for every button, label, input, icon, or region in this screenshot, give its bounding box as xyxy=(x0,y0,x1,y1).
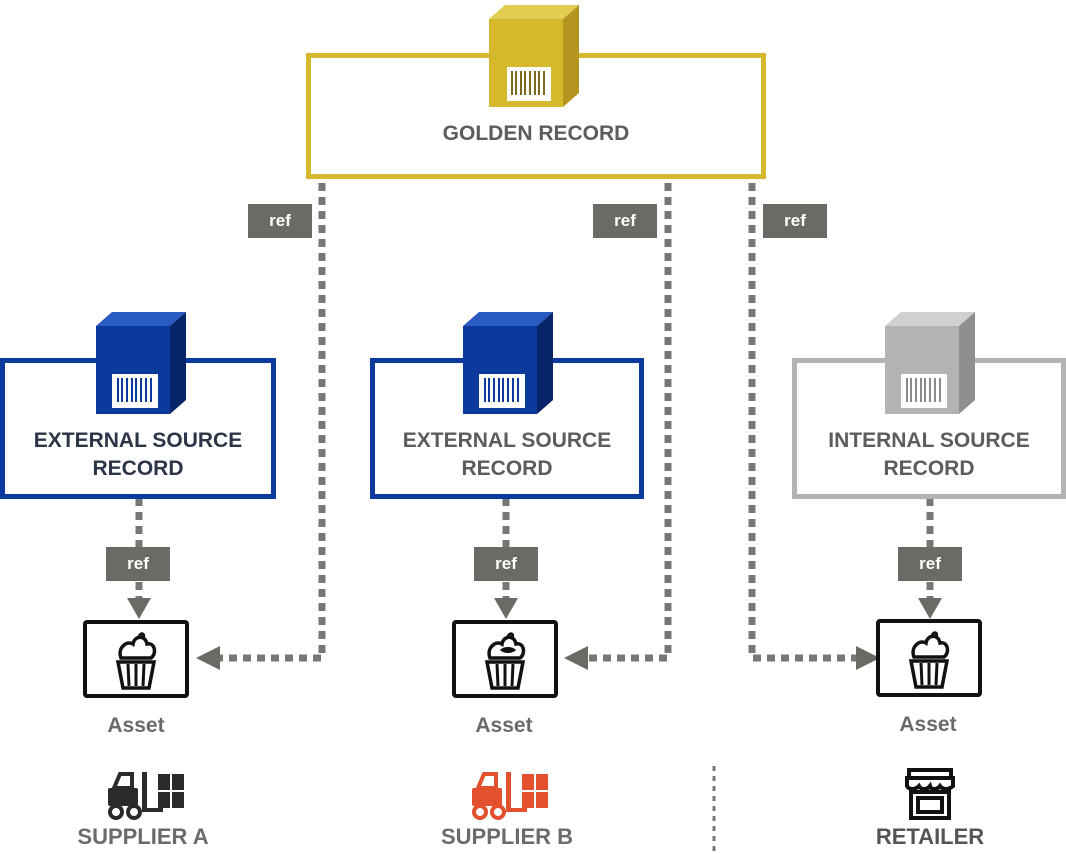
asset-caption-b: Asset xyxy=(475,714,533,737)
cupcake-icon xyxy=(908,631,950,689)
forklift-icon xyxy=(108,772,184,820)
arrowhead-asset-b xyxy=(564,646,588,670)
golden-record-label: GOLDEN RECORD xyxy=(442,122,630,145)
source-a-barcode-box-icon xyxy=(96,312,186,414)
ref-tag-golden-a: ref xyxy=(248,204,312,238)
source-b-barcode-box-icon xyxy=(463,312,553,414)
ref-tag-golden-c: ref xyxy=(763,204,827,238)
ref-tag-golden-b: ref xyxy=(593,204,657,238)
connector-golden-to-asset-a xyxy=(220,183,326,662)
cupcake-icon xyxy=(115,632,157,690)
arrowhead-source-a xyxy=(127,598,151,619)
source-record-label-internal: INTERNAL SOURCE RECORD xyxy=(828,429,1030,480)
arrowhead-asset-a xyxy=(196,646,220,670)
golden-barcode-box-icon xyxy=(489,5,579,107)
arrowhead-asset-c xyxy=(856,646,880,670)
asset-box-a[interactable] xyxy=(83,620,189,698)
cupcake-icon xyxy=(484,632,526,690)
connector-golden-to-asset-b xyxy=(588,183,672,662)
ref-tag-source-c: ref xyxy=(898,547,962,581)
storefront-icon xyxy=(905,768,955,820)
ref-tag-source-b: ref xyxy=(474,547,538,581)
party-label-retailer: RETAILER xyxy=(875,824,985,849)
party-label-supplier-b: SUPPLIER B xyxy=(440,824,574,849)
asset-caption-a: Asset xyxy=(107,714,165,737)
forklift-icon xyxy=(472,772,548,820)
ref-tag-source-a: ref xyxy=(106,547,170,581)
asset-box-b[interactable] xyxy=(452,620,558,698)
source-record-label-b: EXTERNAL SOURCE RECORD xyxy=(402,429,612,480)
arrowhead-source-b xyxy=(494,598,518,619)
internal-barcode-box-icon xyxy=(885,312,975,414)
arrowhead-source-c xyxy=(918,598,942,619)
asset-box-c[interactable] xyxy=(876,619,982,697)
connector-golden-to-asset-c xyxy=(748,183,856,662)
party-label-supplier-a: SUPPLIER A xyxy=(77,824,209,849)
source-record-label-a: EXTERNAL SOURCE RECORD xyxy=(33,429,243,480)
asset-caption-c: Asset xyxy=(899,713,957,736)
